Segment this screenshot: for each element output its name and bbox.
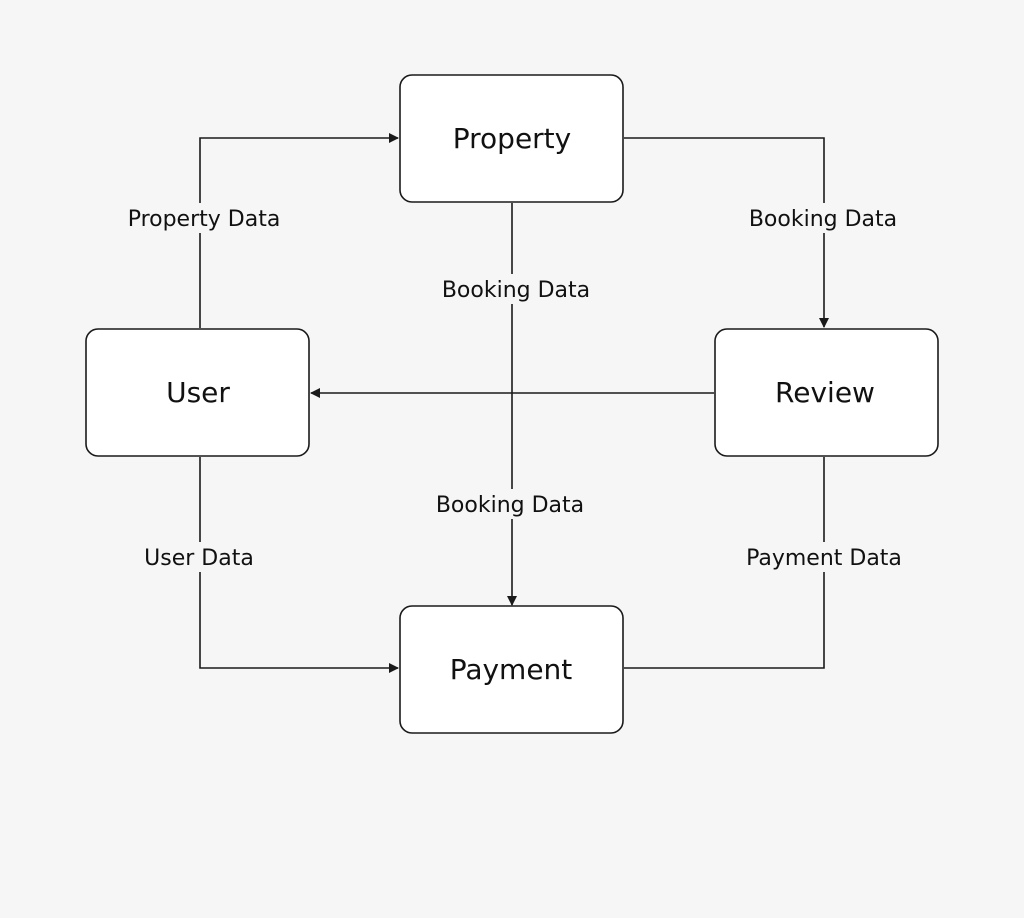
edge-label-booking-data-upper: Booking Data xyxy=(442,278,590,303)
node-label-user: User xyxy=(166,376,230,409)
edge-label-booking-data-right: Booking Data xyxy=(749,207,897,232)
node-label-review: Review xyxy=(775,376,875,409)
edge-label-property-data: Property Data xyxy=(128,207,281,232)
edge-label-booking-data-lower: Booking Data xyxy=(436,493,584,518)
edge-user-to-payment xyxy=(199,457,399,673)
node-property: Property xyxy=(399,74,624,203)
edge-user-to-property xyxy=(199,133,399,328)
node-review: Review xyxy=(714,328,939,457)
edge-label-payment-data: Payment Data xyxy=(746,546,902,571)
edge-label-user-data: User Data xyxy=(144,546,254,571)
node-user: User xyxy=(85,328,310,457)
edge-property-to-review xyxy=(624,137,829,328)
node-payment: Payment xyxy=(399,605,624,734)
node-label-property: Property xyxy=(453,122,571,155)
node-label-payment: Payment xyxy=(450,653,573,686)
edge-review-to-payment xyxy=(624,457,825,669)
